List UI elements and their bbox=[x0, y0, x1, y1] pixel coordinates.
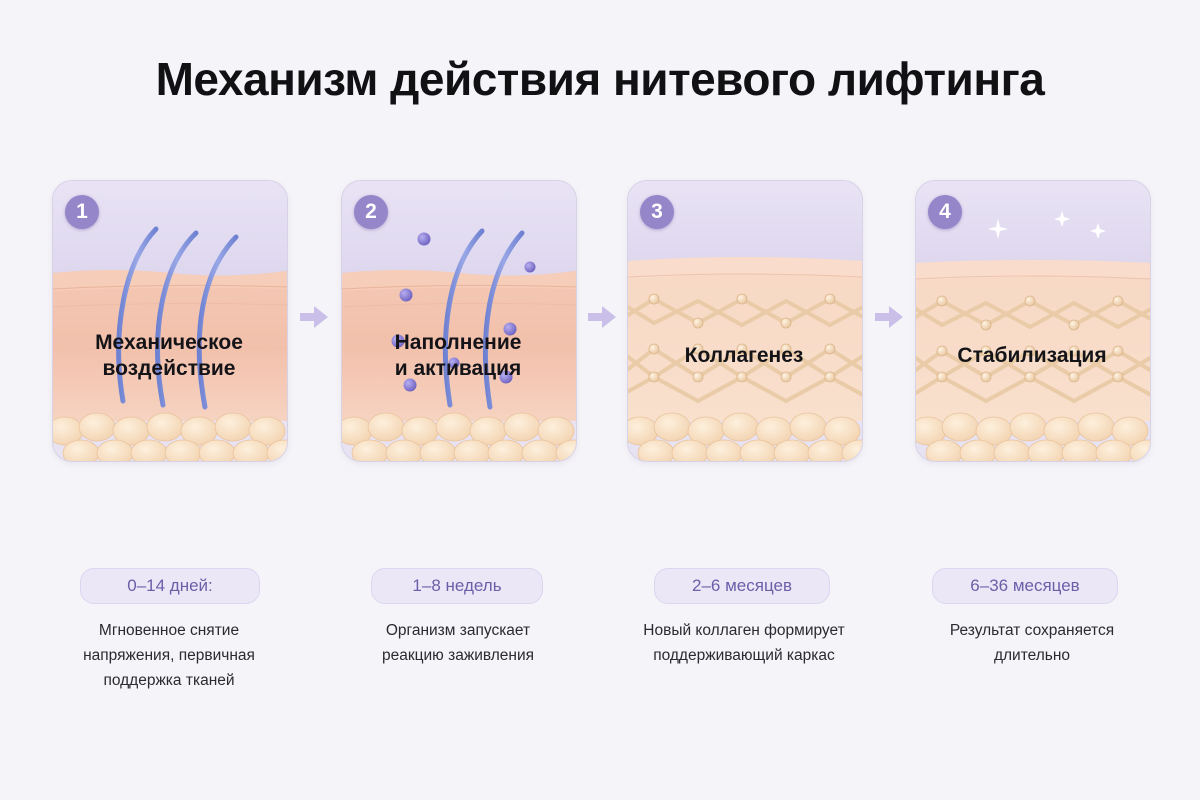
stage-4-card: 4 bbox=[915, 180, 1151, 462]
stage-2-card: 2 bbox=[341, 180, 577, 462]
sparkle-icon bbox=[988, 211, 1106, 239]
page-title: Механизм действия нитевого лифтинга bbox=[155, 53, 1045, 105]
stage-1-illustration: 1 bbox=[52, 180, 288, 462]
stage-3-description: Новый коллаген формирует поддерживающий … bbox=[643, 622, 845, 664]
stage-3-card: 3 bbox=[627, 180, 863, 462]
stage-3-title: Коллагенез bbox=[684, 344, 804, 367]
stage-number-badge: 1 bbox=[65, 195, 99, 229]
stage-3-illustration: 3 bbox=[627, 180, 863, 462]
stage-number-badge: 3 bbox=[640, 195, 674, 229]
stage-number-badge: 4 bbox=[928, 195, 962, 229]
stage-4-illustration: 4 bbox=[915, 180, 1151, 462]
stage-1-card: 1 bbox=[52, 180, 288, 462]
stage-2-illustration: 2 bbox=[341, 180, 577, 462]
stage-1-description: Мгновенное снятие напряжения, первичная … bbox=[83, 622, 255, 689]
arrow-right-icon bbox=[875, 306, 903, 328]
arrow-right-icon bbox=[300, 306, 328, 328]
stage-number-badge: 2 bbox=[354, 195, 388, 229]
stage-2-period-badge: 1–8 недель bbox=[371, 568, 543, 604]
stage-2-title: Наполнение и активация bbox=[394, 331, 522, 380]
stage-2-description: Организм запускает реакцию заживления bbox=[381, 622, 535, 664]
stage-4-period-badge: 6–36 месяцев bbox=[932, 568, 1118, 604]
stage-3-period-badge: 2–6 месяцев bbox=[654, 568, 830, 604]
arrow-right-icon bbox=[588, 306, 616, 328]
stage-4-title: Стабилизация bbox=[957, 344, 1107, 367]
stage-1-title: Механическое воздействие bbox=[95, 331, 243, 380]
stage-1-period-badge: 0–14 дней: bbox=[80, 568, 260, 604]
stage-4-description: Результат сохраняется длительно bbox=[949, 622, 1115, 664]
